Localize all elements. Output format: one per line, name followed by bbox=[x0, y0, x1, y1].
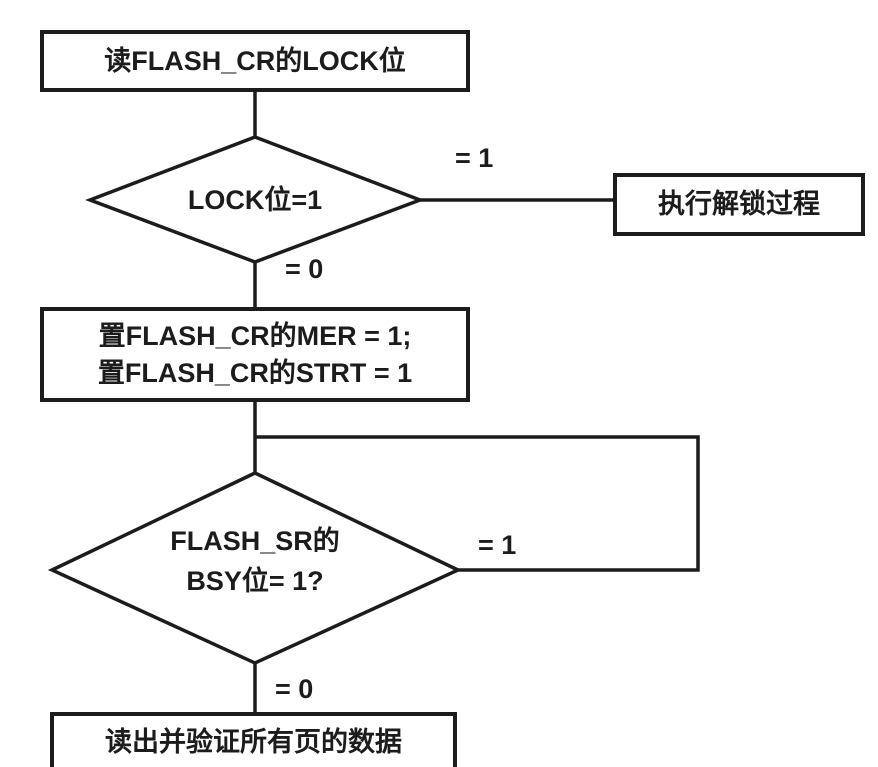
process-box-start-erase: 置FLASH_CR的MER = 1; 置FLASH_CR的STRT = 1 bbox=[40, 307, 470, 402]
edge-bsycheck-loop bbox=[255, 435, 700, 572]
decision-bsy-label: FLASH_SR的 BSY位= 1? bbox=[52, 521, 458, 601]
decision-bsy-label-line2: BSY位= 1? bbox=[186, 566, 324, 596]
decision-diamond-bsy bbox=[47, 471, 463, 665]
edge-label-lock-eq0: = 0 bbox=[285, 254, 324, 284]
process-box-verify: 读出并验证所有页的数据 bbox=[50, 712, 457, 767]
process-box-unlock-label: 执行解锁过程 bbox=[658, 189, 820, 219]
process-box-start-erase-line2: 置FLASH_CR的STRT = 1 bbox=[97, 357, 413, 388]
decision-diamond-lock bbox=[85, 135, 425, 264]
edge-label-bsy-eq1: = 1 bbox=[478, 530, 517, 560]
edge-label-bsy-eq0: = 0 bbox=[275, 674, 314, 704]
process-box-read-lock: 读FLASH_CR的LOCK位 bbox=[40, 30, 470, 92]
process-box-start-erase-line1: 置FLASH_CR的MER = 1; bbox=[98, 320, 412, 351]
process-box-unlock: 执行解锁过程 bbox=[613, 173, 865, 236]
edge-label-lock-eq1: = 1 bbox=[455, 143, 494, 173]
decision-bsy-label-line1: FLASH_SR的 bbox=[170, 526, 340, 556]
process-box-read-lock-label: 读FLASH_CR的LOCK位 bbox=[104, 45, 406, 76]
process-box-verify-label: 读出并验证所有页的数据 bbox=[105, 727, 402, 757]
decision-lock-label: LOCK位=1 bbox=[187, 185, 323, 215]
